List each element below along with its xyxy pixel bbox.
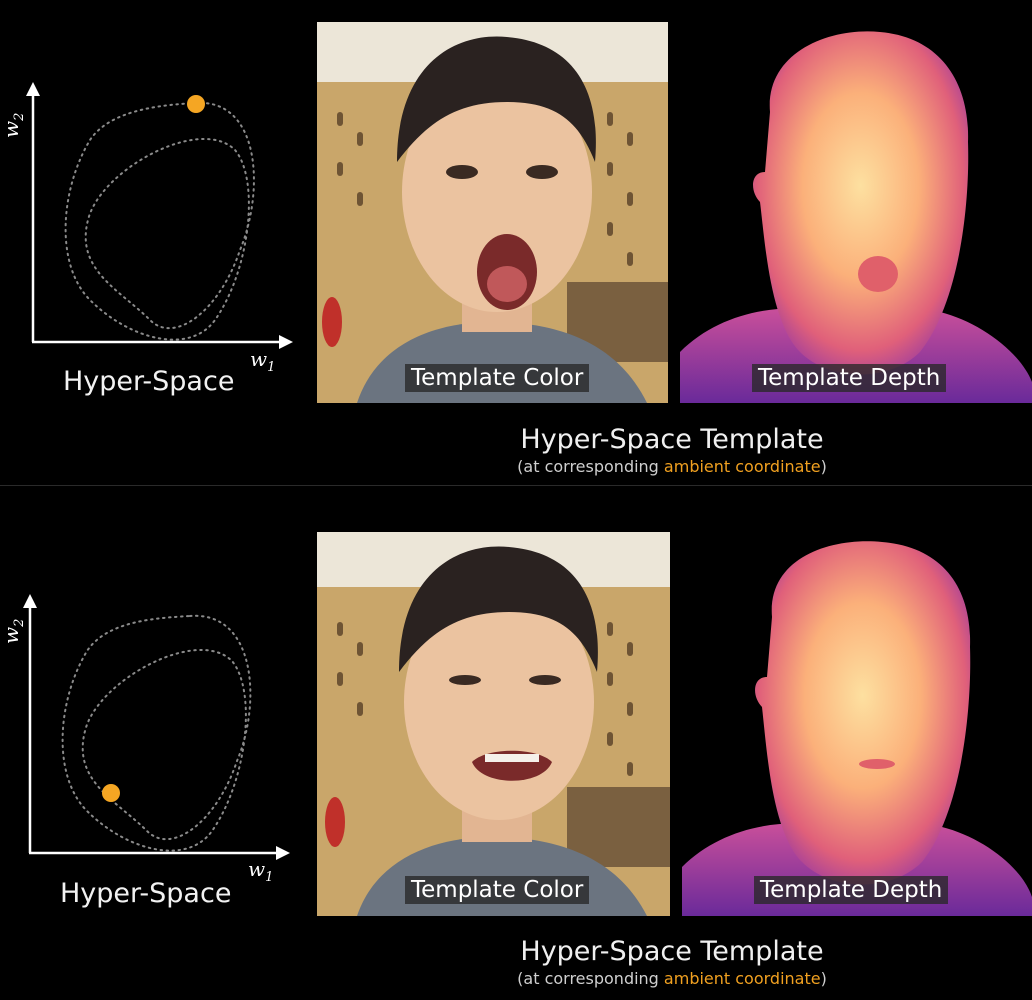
- y-axis-label: w2: [0, 619, 27, 644]
- y-axis-arrow: [26, 82, 40, 96]
- x-axis-label: w1: [250, 347, 275, 375]
- template-title: Hyper-Space Template: [520, 424, 824, 455]
- template-depth-image: Template Depth: [680, 22, 1032, 403]
- y-axis-arrow: [23, 594, 37, 608]
- template-title: Hyper-Space Template: [520, 936, 824, 967]
- y-axis-label: w2: [0, 113, 27, 138]
- ambient-coordinate-marker: [102, 784, 120, 802]
- trajectory-path: [61, 614, 252, 852]
- template-subtitle: (at corresponding ambient coordinate): [517, 969, 827, 988]
- template-title-block: Hyper-Space Template (at corresponding a…: [0, 936, 1032, 988]
- hyper-space-label: Hyper-Space: [63, 366, 235, 397]
- hyper-space-label: Hyper-Space: [60, 878, 232, 909]
- template-color-image: Template Color: [317, 532, 670, 916]
- panel-bottom: w2 w1 Hyper-Space: [0, 486, 1032, 1000]
- x-axis-arrow: [276, 846, 290, 860]
- ambient-coordinate-highlight: ambient coordinate: [663, 969, 821, 988]
- template-depth-image: Template Depth: [682, 532, 1032, 916]
- template-color-caption: Template Color: [405, 876, 590, 904]
- person-photo-illustration: [317, 532, 670, 916]
- template-subtitle: (at corresponding ambient coordinate): [517, 457, 827, 476]
- hyper-space-plot: w2 w1: [0, 82, 293, 375]
- depth-map-illustration: [680, 31, 1032, 403]
- panel-divider: [0, 485, 1032, 486]
- depth-map-illustration: [682, 541, 1032, 916]
- template-depth-caption: Template Depth: [752, 364, 947, 392]
- x-axis-arrow: [279, 335, 293, 349]
- template-color-caption: Template Color: [405, 364, 590, 392]
- panel-top: w2 w1 Hyper-Space: [0, 0, 1032, 485]
- x-axis-label: w1: [248, 857, 273, 885]
- hyper-space-plot: w2 w1: [0, 594, 290, 885]
- ambient-coordinate-marker: [187, 95, 205, 113]
- ambient-coordinate-highlight: ambient coordinate: [663, 457, 821, 476]
- template-title-block: Hyper-Space Template (at corresponding a…: [0, 424, 1032, 476]
- template-color-image: Template Color: [317, 22, 668, 403]
- person-photo-illustration: [317, 22, 668, 403]
- template-depth-caption: Template Depth: [754, 876, 949, 904]
- trajectory-path: [64, 101, 255, 341]
